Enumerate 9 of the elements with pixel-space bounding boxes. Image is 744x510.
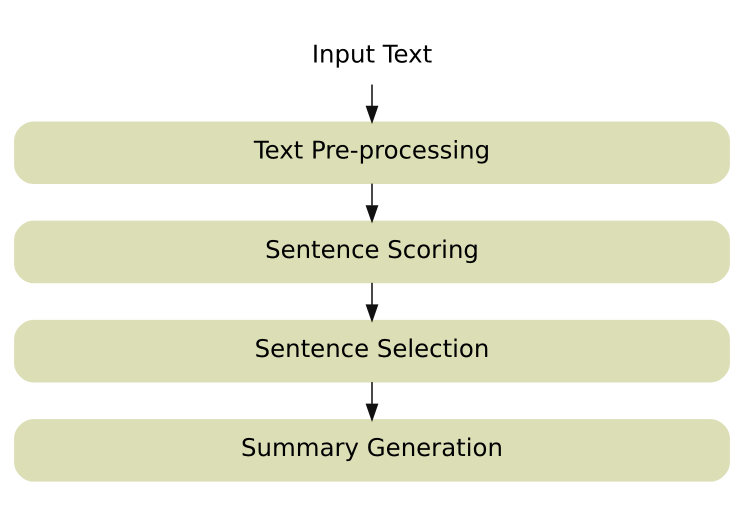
node-box: Sentence Selection <box>14 320 730 382</box>
arrow <box>366 282 378 323</box>
arrow <box>366 382 378 422</box>
node-text: Input Text <box>312 39 432 68</box>
node-box: Sentence Scoring <box>14 220 730 284</box>
node-box: Text Pre-processing <box>14 121 730 184</box>
arrow <box>366 84 378 124</box>
arrow <box>366 184 378 224</box>
node-box: Summary Generation <box>14 419 730 482</box>
